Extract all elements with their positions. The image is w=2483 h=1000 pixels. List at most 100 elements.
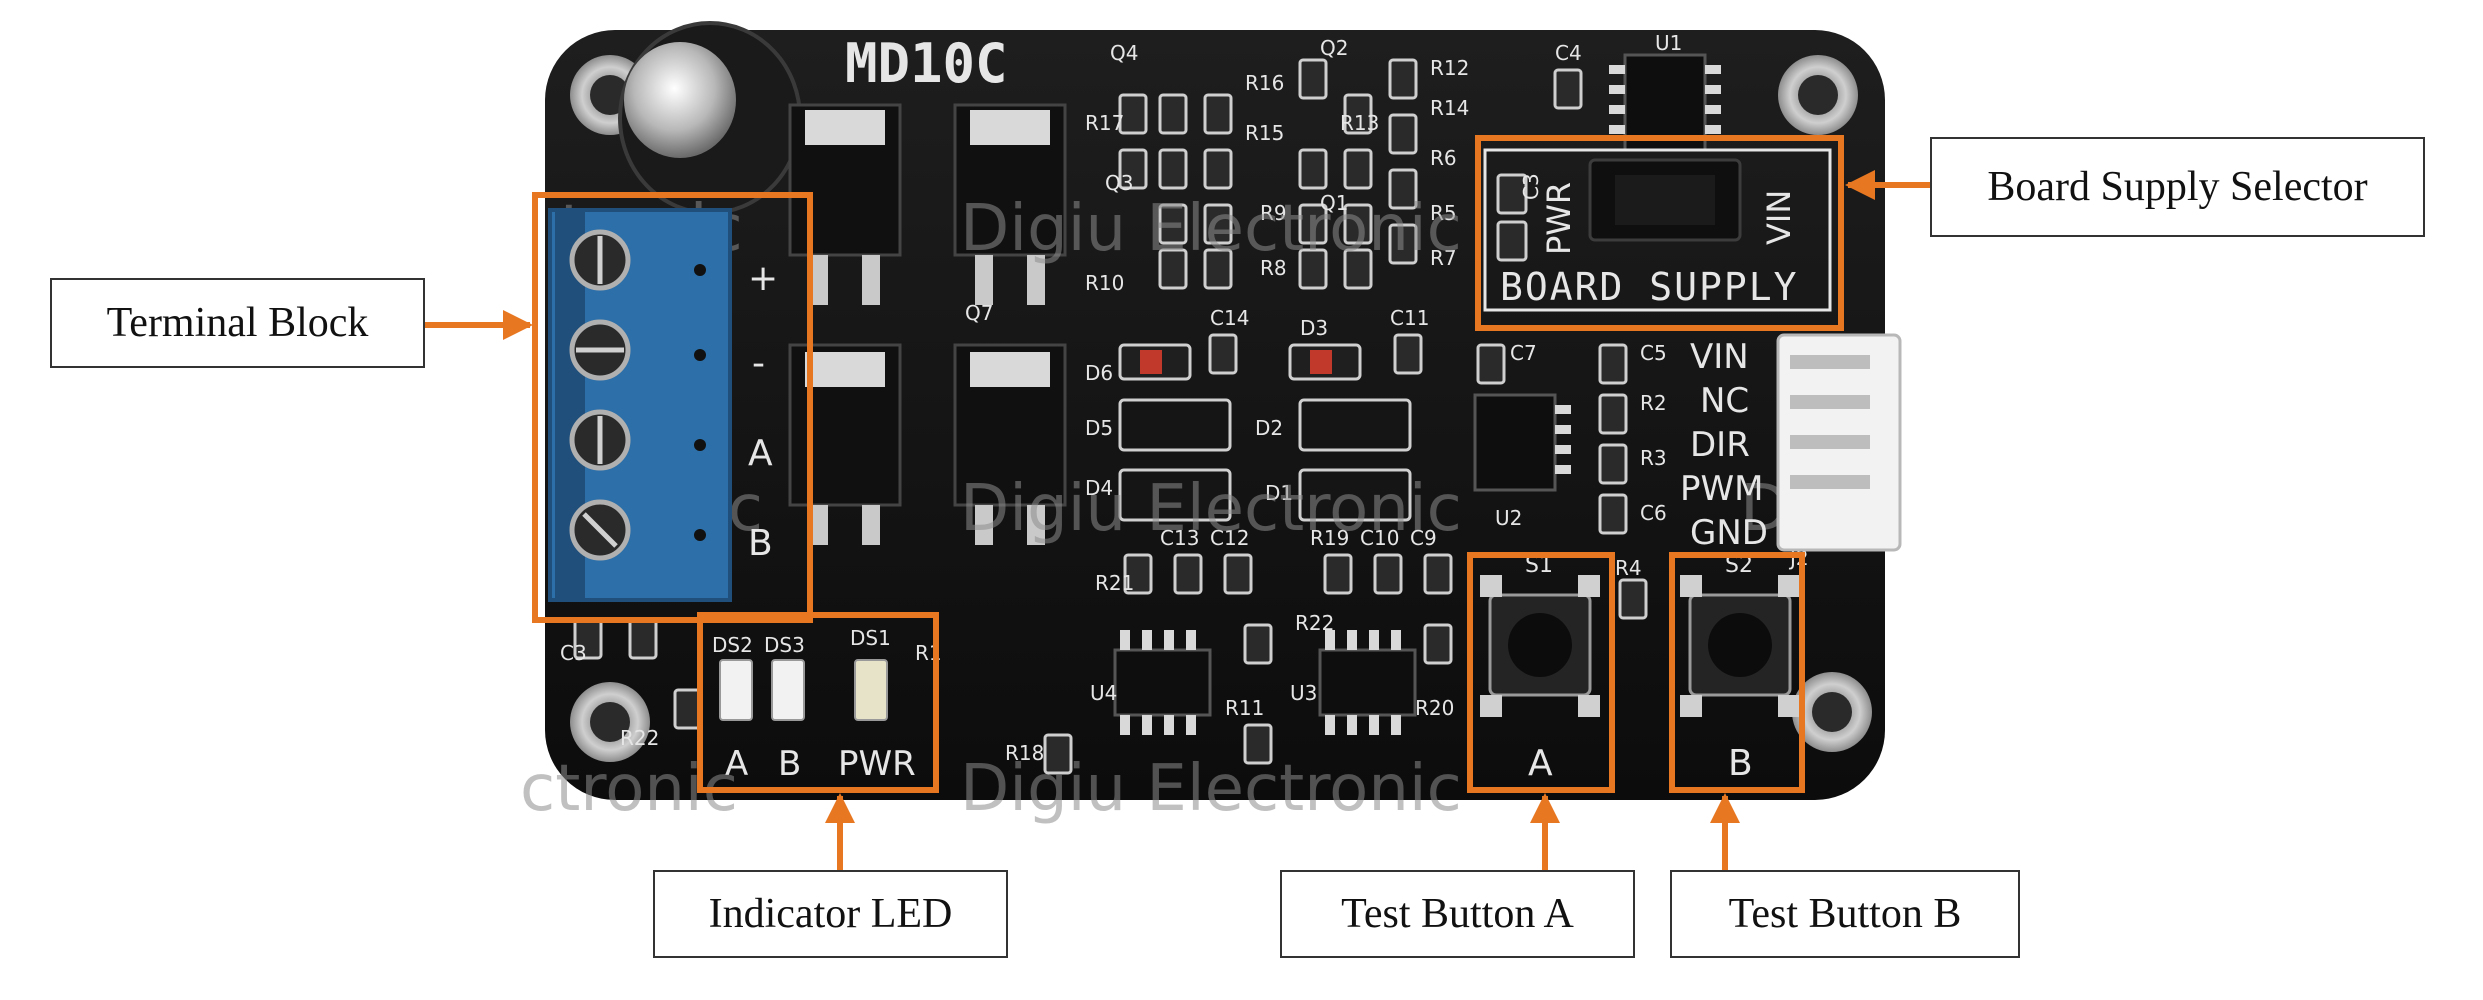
led-label-a: A	[725, 744, 748, 784]
terminal-label-minus: -	[752, 343, 765, 384]
highlight-terminal-block	[532, 192, 813, 623]
highlight-test-button-a	[1467, 552, 1615, 793]
ref-r15: R15	[1245, 121, 1284, 145]
ref-c7: C7	[1510, 341, 1537, 365]
ref-c12: C12	[1210, 526, 1249, 550]
test-button-a	[1480, 575, 1600, 717]
ref-r20: R20	[1415, 696, 1454, 720]
ref-r9: R9	[1260, 201, 1287, 225]
ref-c11: C11	[1390, 306, 1429, 330]
terminal-labels: + - A B	[748, 258, 778, 564]
pin-label-nc: NC	[1700, 381, 1749, 421]
ref-d5: D5	[1085, 416, 1113, 440]
ref-r10: R10	[1085, 271, 1124, 295]
ref-d2: D2	[1255, 416, 1283, 440]
ref-r5: R5	[1430, 201, 1457, 225]
ref-c6: C6	[1640, 501, 1667, 525]
pin-label-vin: VIN	[1690, 337, 1749, 377]
ref-r12: R12	[1430, 56, 1469, 80]
ref-r3: R3	[1640, 446, 1667, 470]
terminal-label-b: B	[748, 523, 773, 564]
ref-r7: R7	[1430, 246, 1457, 270]
callout-test-button-a: Test Button A	[1280, 870, 1635, 958]
board-model-label: MD10C	[845, 32, 1008, 95]
smd-components	[573, 58, 1648, 775]
terminal-label-plus: +	[748, 258, 778, 299]
highlight-board-supply	[1475, 135, 1844, 331]
header-pin-labels: VIN NC DIR PWM GND	[1680, 337, 1768, 553]
callout-terminal-block: Terminal Block	[50, 278, 425, 368]
ref-d1: D1	[1265, 481, 1293, 505]
smd-diodes	[1118, 343, 1412, 522]
supply-c3-label: C3	[1519, 173, 1543, 200]
mounting-holes	[570, 55, 1872, 762]
terminal-label-a: A	[748, 433, 773, 474]
ref-c10: C10	[1360, 526, 1399, 550]
ref-r17: R17	[1085, 111, 1124, 135]
ref-r11: R11	[1225, 696, 1264, 720]
ref-q3: Q3	[1105, 171, 1133, 195]
ref-q1: Q1	[1320, 191, 1348, 215]
button-a-label: A	[1528, 743, 1553, 784]
highlight-boxes	[532, 135, 1844, 793]
ref-c14: C14	[1210, 306, 1249, 330]
led-label-pwr: PWR	[838, 744, 916, 784]
ref-d4: D4	[1085, 476, 1113, 500]
supply-vin-label: VIN	[1760, 190, 1798, 245]
ref-r19: R19	[1310, 526, 1349, 550]
callout-arrows	[425, 170, 1930, 870]
ref-c9: C9	[1410, 526, 1437, 550]
led-label-b: B	[778, 744, 801, 784]
watermark-text: Digiu Electronic	[960, 752, 1462, 826]
highlight-indicator-led	[697, 612, 939, 793]
supply-pwr-label: PWR	[1540, 182, 1578, 255]
ref-r18: R18	[1005, 741, 1044, 765]
ref-d3: D3	[1300, 316, 1328, 340]
electrolytic-capacitor	[618, 21, 802, 215]
ref-r2: R2	[1640, 391, 1667, 415]
ref-r14: R14	[1430, 96, 1469, 120]
ref-r22-left: R22	[620, 726, 659, 750]
led-ref-ds1: DS1	[850, 626, 891, 650]
ref-c3-left: C3	[560, 641, 587, 665]
watermark-text: Digiu Electronic	[960, 472, 1462, 546]
indicator-leds	[719, 659, 888, 721]
button-b-label: B	[1728, 743, 1753, 784]
pin-label-dir: DIR	[1690, 425, 1750, 465]
ref-q4: Q4	[1110, 41, 1138, 65]
ref-r6: R6	[1430, 146, 1457, 170]
ref-r22: R22	[1295, 611, 1334, 635]
led-ref-ds3: DS3	[764, 633, 805, 657]
callout-indicator-led: Indicator LED	[653, 870, 1008, 958]
test-button-b	[1680, 575, 1800, 717]
ref-u2: U2	[1495, 506, 1522, 530]
ref-u4: U4	[1090, 681, 1117, 705]
ref-r8: R8	[1260, 256, 1287, 280]
ref-r4: R4	[1615, 556, 1642, 580]
callout-board-supply-selector: Board Supply Selector	[1930, 137, 2425, 237]
callout-test-button-b: Test Button B	[1670, 870, 2020, 958]
ref-r21: R21	[1095, 571, 1134, 595]
board-supply-label: BOARD SUPPLY	[1500, 265, 1799, 309]
ref-c13: C13	[1160, 526, 1199, 550]
led-ref-labels: DS2 DS3 DS1	[712, 626, 891, 657]
pin-label-gnd: GND	[1690, 513, 1768, 553]
ref-q2: Q2	[1320, 36, 1348, 60]
led-text-labels: A B PWR	[725, 744, 916, 784]
ref-d6: D6	[1085, 361, 1113, 385]
ref-r16: R16	[1245, 71, 1284, 95]
ref-c5: C5	[1640, 341, 1667, 365]
highlight-test-button-b	[1669, 552, 1805, 793]
watermark-text: Digiu Electronic	[960, 192, 1462, 266]
pin-label-pwm: PWM	[1680, 469, 1763, 509]
ref-q7: Q7	[965, 301, 993, 325]
led-ref-ds2: DS2	[712, 633, 753, 657]
ref-u1: U1	[1655, 31, 1682, 55]
terminal-block	[548, 208, 732, 602]
ref-c4: C4	[1555, 41, 1582, 65]
ic-chips	[1113, 53, 1721, 735]
header-connector	[1776, 333, 1902, 552]
board-supply-selector	[1483, 148, 1832, 312]
ref-u3: U3	[1290, 681, 1317, 705]
